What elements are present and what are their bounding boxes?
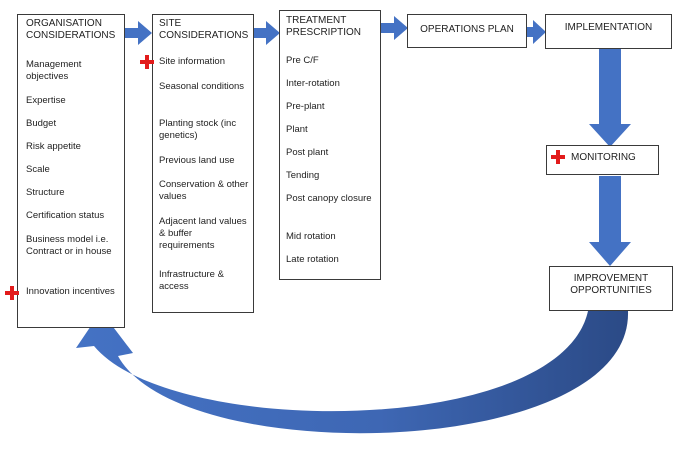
- org-item: Business model i.e. Contract or in house: [26, 234, 112, 257]
- org-item: Budget: [26, 118, 57, 129]
- red-cross-icon: [140, 55, 154, 69]
- operations-plan-label: OPERATIONS PLAN: [420, 24, 514, 35]
- treatment-item: Pre-plant: [286, 101, 325, 112]
- treatment-item: Mid rotation: [286, 231, 336, 242]
- operations-plan-box: OPERATIONS PLAN: [407, 14, 527, 48]
- treatment-item: Post plant: [286, 147, 329, 158]
- monitoring-label: MONITORING: [571, 152, 636, 163]
- arrow-implementation-to-monitoring: [589, 49, 631, 147]
- arrow-treatment-to-ops: [381, 16, 408, 40]
- treatment-item: Inter-rotation: [286, 78, 340, 89]
- return-curve-arrow: [76, 311, 629, 434]
- site-considerations-box: SITE CONSIDERATIONS Site information Sea…: [152, 14, 254, 313]
- arrow-monitoring-to-improvement: [589, 176, 631, 266]
- treatment-item: Plant: [286, 124, 308, 135]
- monitoring-box: MONITORING: [546, 145, 659, 175]
- site-item: Site information: [159, 56, 226, 67]
- site-item: Previous land use: [159, 155, 235, 166]
- org-item: Innovation incentives: [26, 286, 115, 297]
- site-item: Seasonal conditions: [159, 81, 245, 92]
- org-item: Certification status: [26, 210, 105, 221]
- treatment-item: Pre C/F: [286, 55, 319, 66]
- treatment-item: Late rotation: [286, 254, 339, 265]
- arrow-org-to-site: [125, 21, 152, 45]
- org-item: Management objectives: [26, 59, 82, 82]
- org-item: Expertise: [26, 95, 66, 106]
- implementation-label: IMPLEMENTATION: [564, 22, 653, 33]
- org-item: Structure: [26, 187, 65, 198]
- arrow-ops-to-implementation: [526, 20, 546, 44]
- site-item: Planting stock (inc genetics): [159, 118, 237, 141]
- red-cross-icon: [5, 286, 19, 300]
- implementation-box: IMPLEMENTATION: [545, 14, 672, 49]
- arrow-site-to-treatment: [253, 21, 280, 45]
- organisation-considerations-box: ORGANISATION CONSIDERATIONS Management o…: [17, 14, 125, 328]
- red-cross-icon: [551, 150, 565, 164]
- site-item: Conservation & other values: [159, 179, 249, 202]
- organisation-title: ORGANISATION CONSIDERATIONS: [26, 18, 116, 41]
- improvement-opportunities-box: IMPROVEMENT OPPORTUNITIES: [549, 266, 673, 311]
- improvement-label: IMPROVEMENT OPPORTUNITIES: [570, 273, 652, 296]
- org-item: Risk appetite: [26, 141, 81, 152]
- treatment-title: TREATMENT PRESCRIPTION: [286, 15, 362, 38]
- site-item: Infrastructure & access: [159, 269, 224, 292]
- treatment-prescription-box: TREATMENT PRESCRIPTION Pre C/F Inter-rot…: [279, 10, 381, 280]
- treatment-item: Post canopy closure: [286, 193, 372, 204]
- treatment-item: Tending: [286, 170, 320, 181]
- site-title: SITE CONSIDERATIONS: [159, 18, 249, 41]
- site-item: Adjacent land values & buffer requiremen…: [159, 216, 247, 251]
- org-item: Scale: [26, 164, 50, 175]
